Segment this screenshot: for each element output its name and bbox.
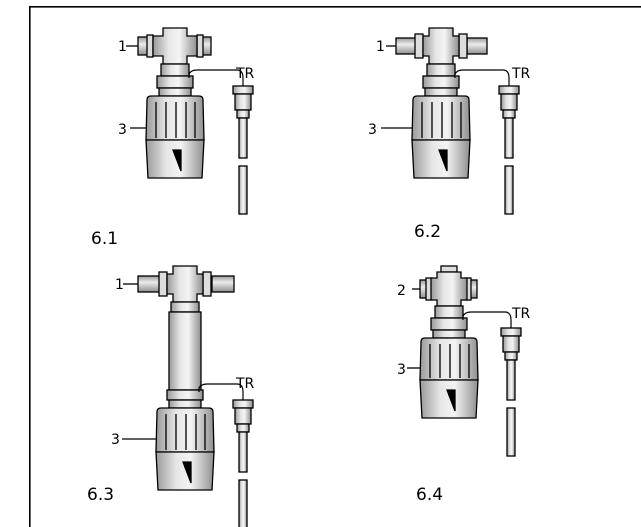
callout-part-6-1: 1: [118, 39, 127, 55]
thermostat-head: [155, 451, 215, 491]
callout-tr-6-3: TR: [235, 376, 255, 392]
callout-part-6-4: 2: [397, 283, 406, 299]
sensor-tube-lower: [238, 165, 248, 215]
sensor-collar: [236, 109, 250, 119]
top-cap: [440, 265, 458, 273]
thermostat-knob: [419, 337, 479, 381]
union-nut: [422, 75, 460, 89]
sensor-fitting: [232, 399, 254, 409]
sensor-fitting: [232, 85, 254, 95]
figure-label-6-2: 6.2: [414, 222, 441, 242]
frame-left: [29, 6, 31, 527]
sensor-collar: [236, 423, 250, 433]
tee-body: [152, 27, 198, 65]
tee-body: [422, 27, 460, 65]
side-connector-nut: [146, 34, 154, 58]
union-ring: [168, 399, 202, 409]
side-connector-nut: [414, 33, 424, 59]
figure-label-6-1: 6.1: [91, 229, 118, 249]
capillary-tube: [188, 69, 244, 86]
union-nut: [156, 75, 194, 89]
callout-knob-6-3: 3: [111, 432, 120, 448]
valve-stem: [426, 63, 456, 77]
frame-top: [29, 6, 641, 8]
sensor-tube-upper: [506, 359, 516, 401]
valve-stem: [160, 63, 190, 77]
valve-assembly-6-4: [407, 265, 522, 457]
sensor-fitting: [500, 327, 522, 337]
sensor-nut: [500, 93, 518, 111]
figure-label-6-3: 6.3: [87, 485, 114, 505]
union-ring: [432, 329, 466, 339]
side-connector: [395, 37, 417, 55]
figure-label-6-4: 6.4: [416, 485, 443, 505]
thermostat-knob: [155, 407, 215, 453]
thermostat-head: [411, 139, 471, 179]
capillary-tube: [462, 311, 512, 328]
thermostat-knob: [145, 95, 205, 141]
right-connector: [466, 37, 488, 55]
capillary-tube: [198, 383, 244, 400]
thermostat-knob: [411, 95, 471, 141]
right-connector: [211, 275, 235, 293]
union-ring: [158, 87, 192, 97]
scale-pointer: [438, 149, 448, 172]
sensor-tube-upper: [238, 117, 248, 159]
sensor-nut: [234, 407, 252, 425]
tee-body: [430, 271, 468, 307]
callout-part-6-3: 1: [115, 277, 124, 293]
side-connector: [137, 275, 161, 293]
callout-tr-6-1: TR: [235, 66, 255, 82]
callout-knob-6-4: 3: [397, 362, 406, 378]
thermostat-head: [145, 139, 205, 179]
scale-pointer: [446, 389, 456, 412]
extension-pipe: [168, 311, 202, 391]
sensor-tube-upper: [504, 117, 514, 159]
extension-collar: [170, 301, 200, 313]
thermostat-head: [419, 379, 479, 419]
capillary-tube: [454, 69, 510, 86]
union-nut: [430, 317, 468, 331]
callout-tr-6-2: TR: [511, 66, 531, 82]
callout-knob-6-2: 3: [368, 122, 377, 138]
sensor-nut: [234, 93, 252, 111]
side-connector-nut: [158, 271, 168, 297]
callout-part-6-2: 1: [376, 39, 385, 55]
sensor-collar: [504, 351, 518, 361]
union-ring: [424, 87, 458, 97]
valve-assembly-6-3: [122, 265, 254, 527]
sensor-nut: [502, 335, 520, 353]
sensor-tube-lower: [506, 407, 516, 457]
valve-assembly-6-1: [126, 27, 254, 215]
valve-stem: [434, 305, 464, 319]
tee-body: [166, 265, 204, 303]
scale-pointer: [182, 461, 192, 484]
union-nut: [166, 389, 204, 401]
right-connector-nut: [196, 34, 204, 58]
sensor-tube-lower: [504, 165, 514, 215]
sensor-tube-upper: [238, 431, 248, 473]
sensor-collar: [502, 109, 516, 119]
callout-knob-6-1: 3: [118, 122, 127, 138]
sensor-tube-lower: [238, 479, 248, 527]
valve-assembly-6-2: [381, 27, 520, 215]
scale-pointer: [172, 149, 182, 172]
sensor-fitting: [498, 85, 520, 95]
callout-tr-6-4: TR: [511, 306, 531, 322]
right-connector-nut: [458, 33, 468, 59]
right-connector-nut: [202, 271, 212, 297]
